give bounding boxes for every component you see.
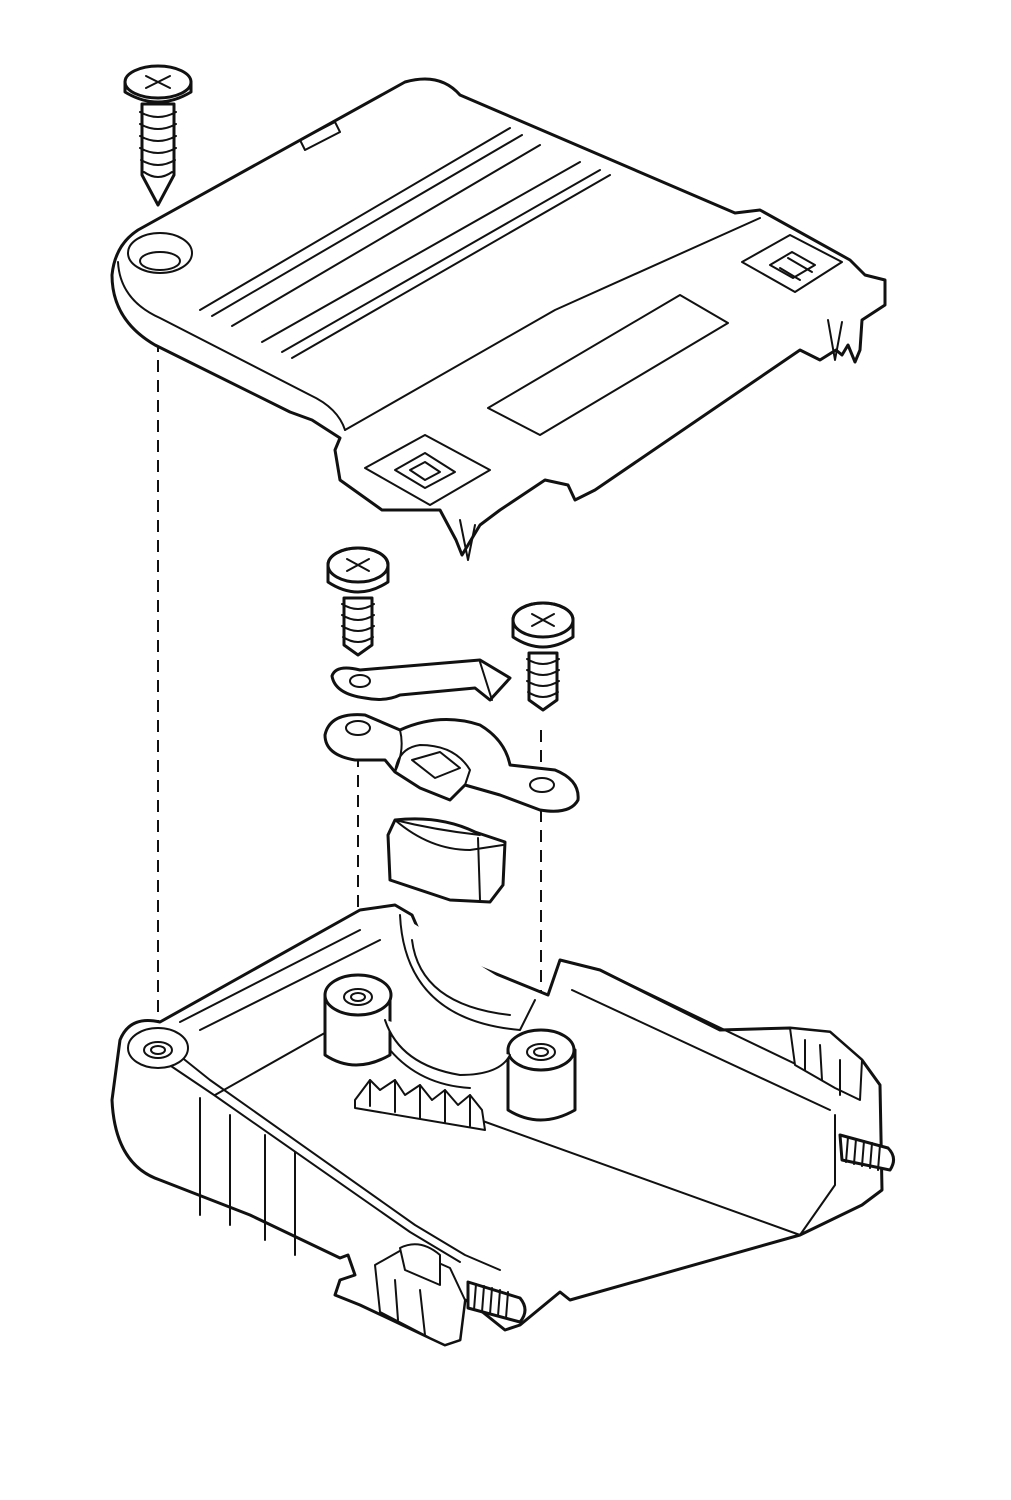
cover-latch-right (741, 234, 843, 293)
base-housing (110, 903, 884, 1347)
cable-clamp (323, 713, 580, 813)
jack-screw-front (466, 1280, 527, 1324)
base-clamp-post-right (506, 1028, 577, 1122)
strain-relief-tab (330, 658, 512, 702)
cover-latch-left (364, 434, 491, 506)
base-serrated-grip (354, 1079, 486, 1131)
base-cable-cradle (384, 914, 536, 1089)
cable-insert (386, 817, 507, 904)
base-latch-front (374, 1243, 466, 1346)
jack-screw-right (838, 1133, 895, 1172)
cover-wood-screw (123, 64, 193, 207)
base-latch-right (789, 1027, 863, 1101)
top-cover (110, 77, 887, 561)
base-clamp-post-left (323, 973, 393, 1067)
cover-label-area (487, 294, 729, 436)
base-housing-outline (110, 903, 884, 1347)
clamp-screw-left (326, 546, 390, 657)
clamp-screw-right (511, 601, 575, 712)
top-cover-outline (110, 77, 887, 557)
base-corner-screw-boss (127, 1027, 189, 1069)
